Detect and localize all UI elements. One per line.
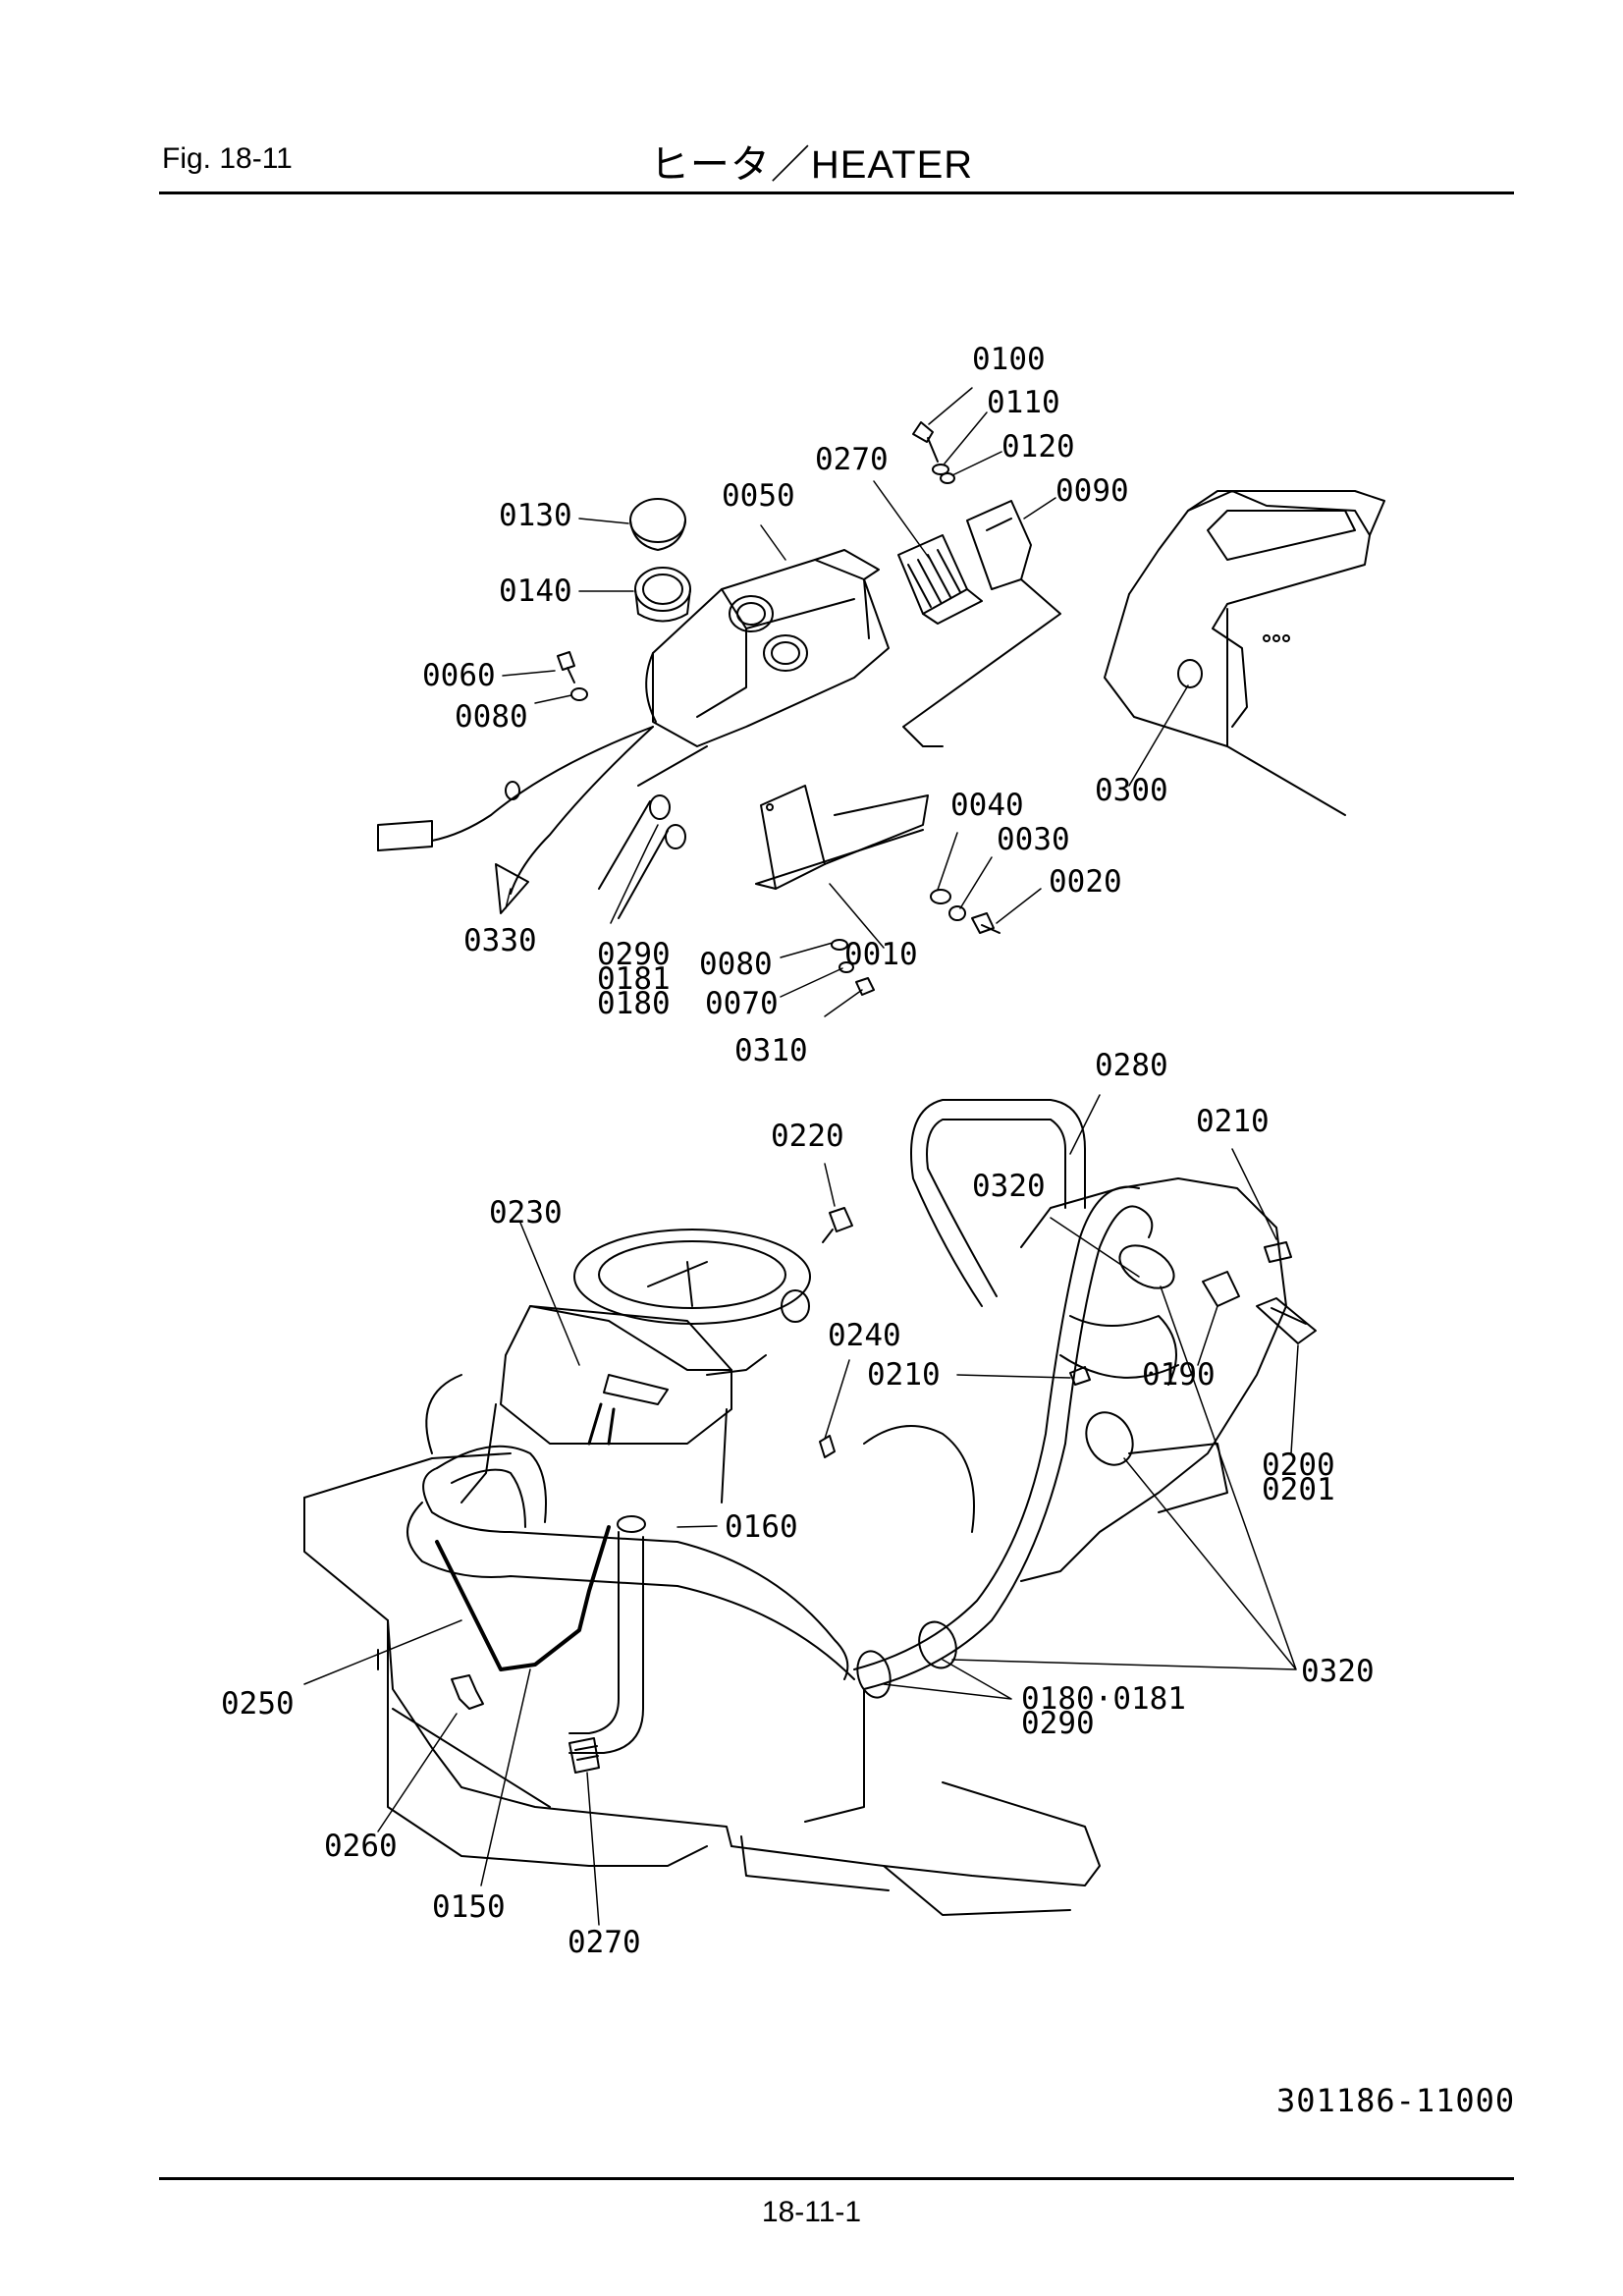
footer-rule (159, 2177, 1514, 2180)
callout-0060: 0060 (422, 658, 496, 693)
callout-0020: 0020 (1049, 864, 1122, 900)
callout-0010: 0010 (844, 937, 918, 972)
callout-0210-lower: 0210 (867, 1357, 941, 1393)
callout-0150: 0150 (432, 1889, 506, 1925)
callout-0181-upper: 0181 (597, 961, 671, 997)
callout-0260: 0260 (324, 1829, 398, 1864)
callout-0160: 0160 (725, 1509, 798, 1545)
machine-assembly-drawing (303, 1099, 1317, 1916)
leader-lines (303, 387, 1299, 1926)
page-number: 18-11-1 (761, 2196, 862, 2228)
callout-0290-upper: 0290 (597, 937, 671, 972)
callout-0080-lower: 0080 (699, 947, 773, 982)
callout-0120: 0120 (1001, 429, 1075, 465)
callout-0070: 0070 (705, 986, 779, 1021)
callout-0180-upper: 0180 (597, 986, 671, 1021)
header-rule (159, 191, 1514, 194)
callout-0200: 0200 (1262, 1448, 1335, 1483)
callout-0140: 0140 (499, 574, 572, 609)
callout-0080-upper: 0080 (455, 699, 528, 735)
callout-0270-lower: 0270 (568, 1925, 641, 1960)
callout-0230: 0230 (489, 1195, 563, 1230)
callout-0090: 0090 (1055, 473, 1129, 509)
callout-0290-lower: 0290 (1021, 1706, 1095, 1741)
callout-labels: 0100 0110 0120 0270 0090 0130 0050 0140 … (221, 342, 1375, 1960)
callout-0240: 0240 (828, 1318, 901, 1353)
callout-0180-0181-lower: 0180·0181 (1021, 1681, 1186, 1717)
callout-0310: 0310 (734, 1033, 808, 1068)
callout-0320-lower: 0320 (1301, 1654, 1375, 1689)
callout-0250: 0250 (221, 1686, 295, 1722)
callout-0040: 0040 (950, 788, 1024, 823)
callout-0270-upper: 0270 (815, 442, 889, 477)
callout-0220: 0220 (771, 1119, 844, 1154)
callout-0320-upper: 0320 (972, 1169, 1046, 1204)
callout-0130: 0130 (499, 498, 572, 533)
document-number: 301186-11000 (1276, 2082, 1516, 2119)
callout-0110: 0110 (987, 385, 1060, 420)
callout-0300: 0300 (1095, 773, 1168, 808)
callout-0201: 0201 (1262, 1472, 1335, 1507)
callout-0330: 0330 (463, 923, 537, 958)
callout-0100: 0100 (972, 342, 1046, 377)
callout-0030: 0030 (997, 822, 1070, 857)
heater-unit-drawing (377, 421, 1385, 996)
callout-0050: 0050 (722, 478, 795, 514)
page-title: ヒータ／HEATER (649, 143, 974, 187)
callout-0190: 0190 (1142, 1357, 1216, 1393)
callout-0210-upper: 0210 (1196, 1104, 1270, 1139)
figure-number: Fig. 18-11 (162, 142, 293, 175)
callout-0280: 0280 (1095, 1048, 1168, 1083)
